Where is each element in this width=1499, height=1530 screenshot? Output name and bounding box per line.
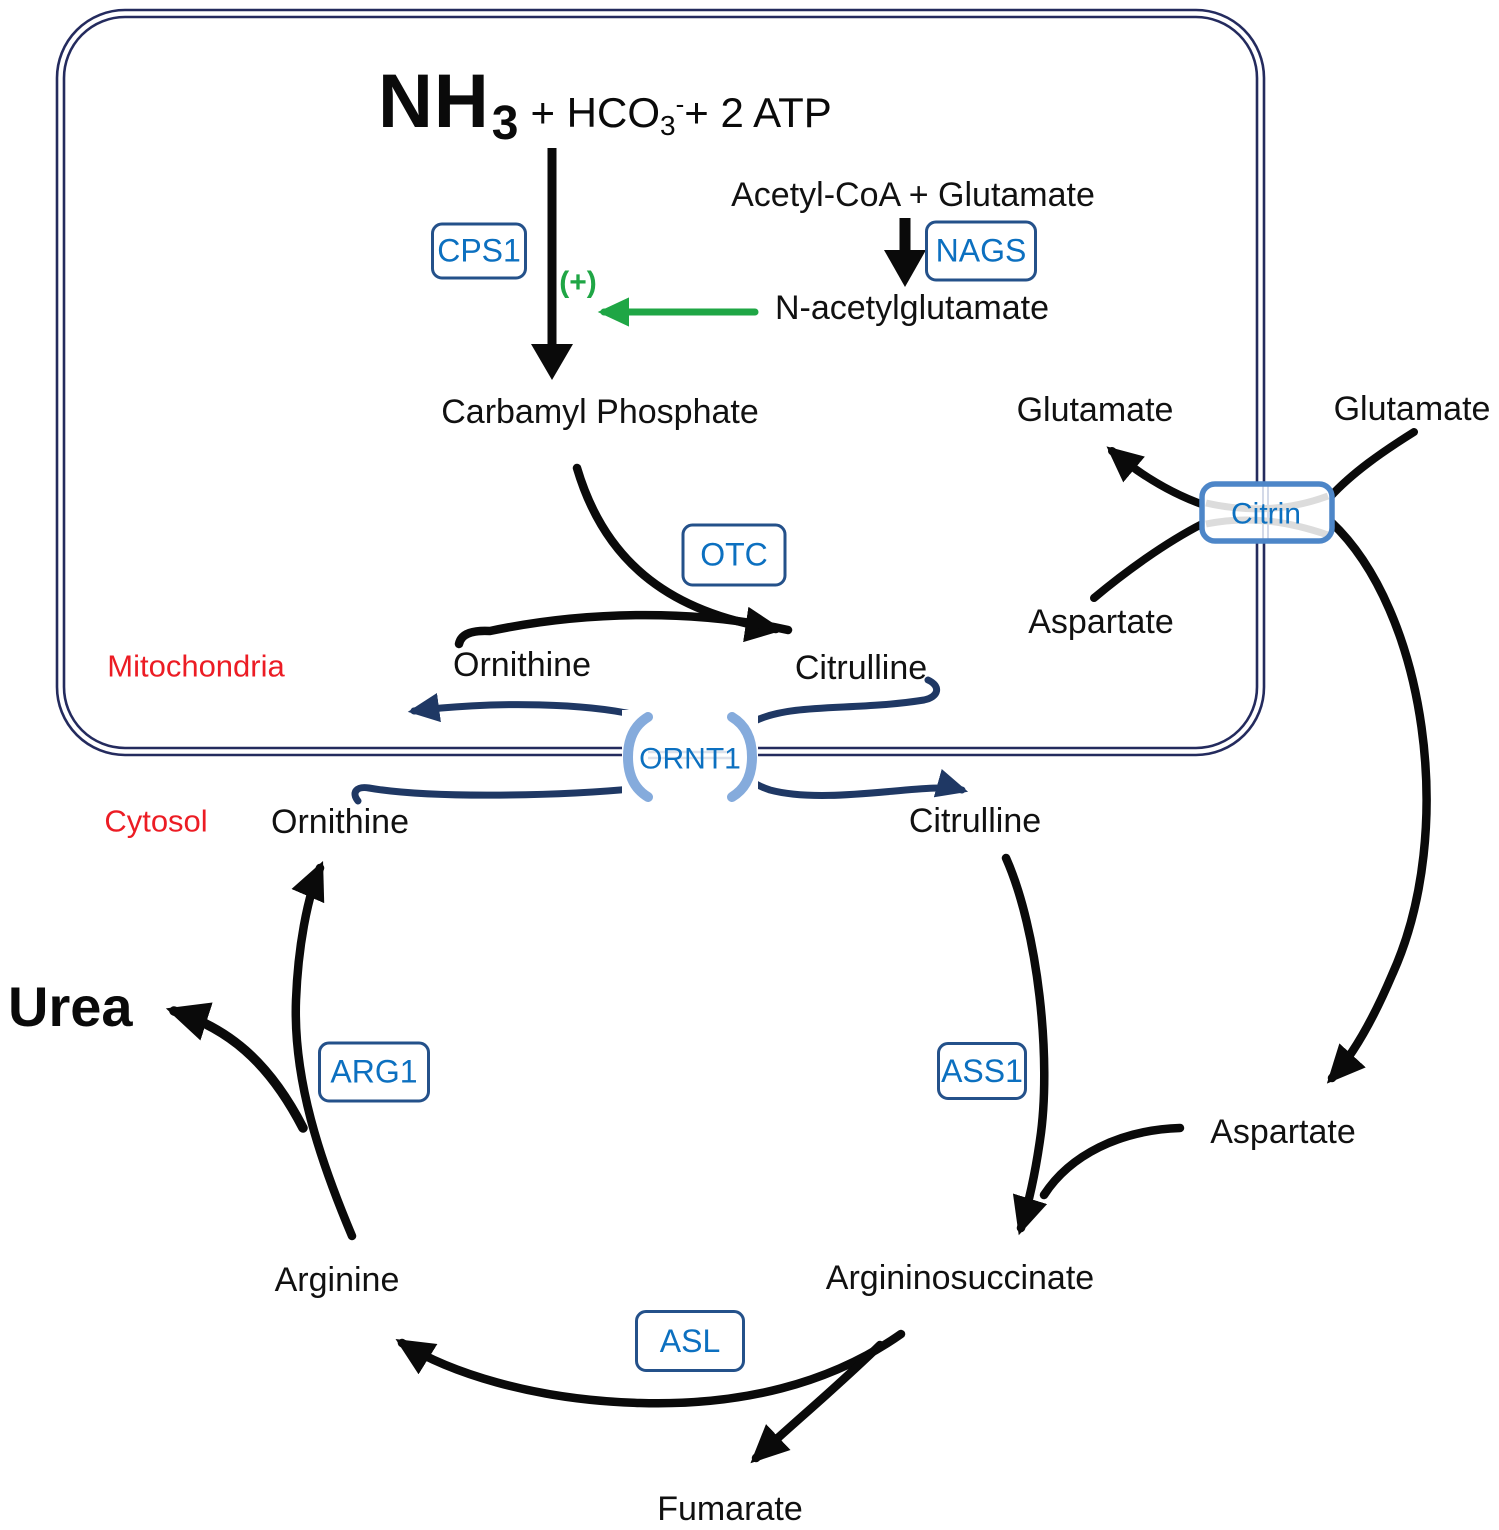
label-carbamyl-phosphate: Carbamyl Phosphate [441,393,759,432]
enzyme-box-otc: OTC [681,523,787,587]
label-n-acetylglutamate: N-acetylglutamate [774,289,1050,328]
label-cytosol: Cytosol [104,803,208,839]
label-citrulline-mito: Citrulline [794,649,928,688]
hco3-superscript: - [675,89,685,119]
arrow-citrin-to-aspartate-cytosol [1326,517,1431,1084]
label-glutamate-inner: Glutamate [1016,391,1174,430]
arrow-citrin-to-glutamate-inner [1106,446,1208,509]
citrin-passthrough-top [1205,492,1330,513]
label-urea: Urea [8,975,133,1038]
arrow-asl-to-arginine [395,1329,906,1408]
arrow-otc-ornithine-branch [454,610,793,649]
label-ornithine-mito: Ornithine [453,646,591,685]
arg1-label: ARG1 [330,1053,418,1090]
arrow-to-urea [165,1002,308,1133]
citrin-transporter: Citrin [1199,481,1335,544]
arrow-nags-head [884,250,926,287]
arrow-arg1-arginine-to-ornithine [291,860,357,1241]
citrin-label: Citrin [1231,498,1301,531]
label-argininosuccinate: Argininosuccinate [825,1259,1095,1298]
label-ornithine-cytosol: Ornithine [271,803,409,842]
enzyme-box-nags: NAGS [925,220,1037,282]
label-acetylcoa-glutamate: Acetyl-CoA + Glutamate [731,176,1095,215]
arrow-aspartate-merge [1039,1123,1185,1200]
enzyme-box-ass1: ASS1 [937,1042,1027,1100]
input-substrates-formula: NH 3 + HCO 3 - + 2 ATP [378,58,832,150]
enzyme-box-arg1: ARG1 [318,1041,430,1103]
ornt1-left-bracket [622,712,653,802]
arrow-aspartate-inner-to-citrin [1090,520,1206,602]
ornt1-label: ORNT1 [639,743,741,776]
ass1-label: ASS1 [941,1052,1023,1089]
hco3-label: + HCO [530,89,661,136]
arrow-cps1-head [531,344,573,380]
label-glutamate-outer: Glutamate [1333,390,1491,429]
citrin-box-border [1199,481,1335,544]
atp-label: + 2 ATP [684,89,832,136]
citrin-passthrough-bottom [1205,516,1330,539]
nh3-label: NH [378,59,490,144]
enzyme-box-asl: ASL [635,1310,745,1372]
nags-label: NAGS [935,232,1027,269]
label-aspartate-inner: Aspartate [1028,603,1174,642]
ornt1-right-bracket [727,712,758,802]
label-citrulline-cytosol: Citrulline [908,802,1042,841]
cps1-label: CPS1 [437,232,521,269]
arrow-citrulline-export [730,676,969,799]
ornt1-transporter: ORNT1 [622,712,758,802]
label-fumarate: Fumarate [657,1490,803,1529]
activation-plus-label: (+) [559,266,597,299]
arrow-glutamate-outer-to-citrin [1326,428,1418,501]
label-mitochondria: Mitochondria [107,648,285,684]
asl-label: ASL [659,1322,721,1359]
label-arginine: Arginine [274,1261,400,1300]
label-aspartate-cytosol: Aspartate [1210,1113,1356,1152]
arrow-ass1-citrulline-to-argininosuccinate [1001,853,1049,1236]
enzyme-box-cps1: CPS1 [431,222,527,280]
hco3-subscript: 3 [660,110,676,141]
nh3-subscript: 3 [491,97,519,150]
arrow-to-fumarate [750,1340,885,1464]
otc-label: OTC [700,536,768,573]
